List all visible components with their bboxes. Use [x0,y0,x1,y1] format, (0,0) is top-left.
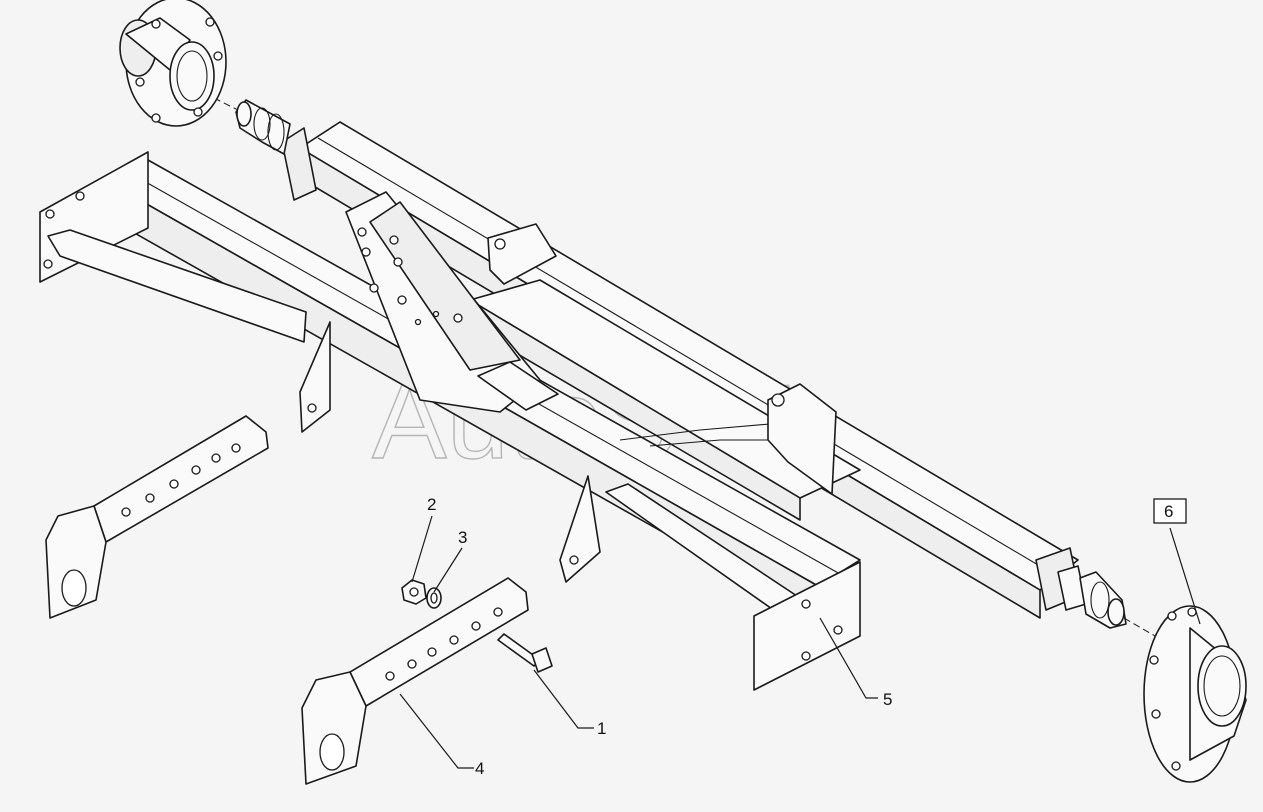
hex-bolt-part-1 [497,633,553,673]
hex-nut-part-2 [401,579,427,605]
callout-4: 4 [475,759,484,778]
callout-3: 3 [458,528,467,547]
leader-3 [433,547,463,593]
washer-part-3 [426,587,442,609]
leader-4 [399,693,474,769]
leader-2 [411,515,433,583]
callout-5: 5 [883,690,892,709]
callout-6: 6 [1164,502,1173,521]
left-spindle [213,97,291,155]
callout-1: 1 [597,719,606,738]
leader-6 [1169,527,1201,625]
right-spindle [1079,571,1163,641]
callout-6-box [1153,498,1187,524]
drawbar-arm-left [45,415,269,619]
drawbar-arm-part-4 [301,577,529,785]
main-frame [39,151,861,691]
left-wheel-hub [119,0,227,127]
leader-5 [819,617,878,699]
leader-1 [533,669,594,729]
right-wheel-hub-part-6 [1143,605,1247,783]
callout-2: 2 [427,495,436,514]
